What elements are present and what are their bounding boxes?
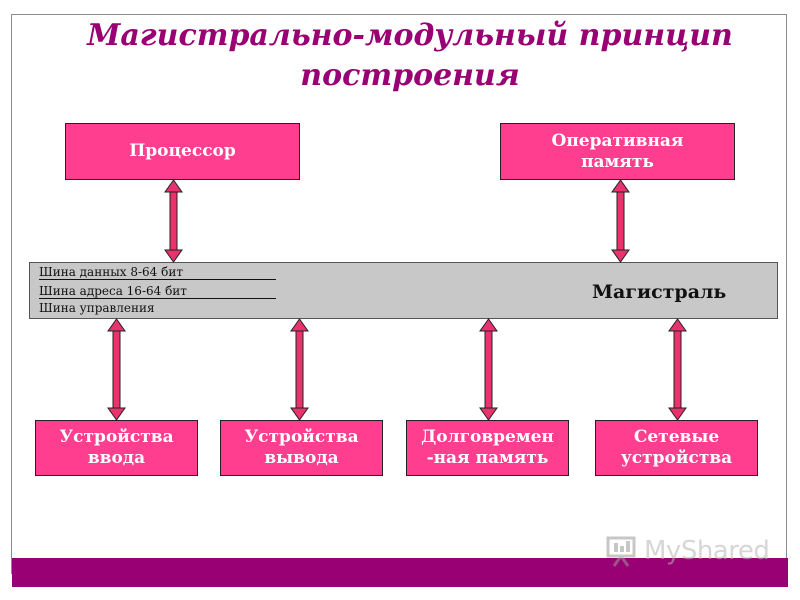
bus-control-line: Шина управления [39,301,155,315]
arrow-bus-network [668,318,687,421]
ram-box: Оперативная память [500,123,735,180]
storage-box: Долговремен -ная память [406,420,569,476]
processor-label: Процессор [129,141,236,161]
bus-panel: Шина данных 8-64 бит Шина адреса 16-64 б… [29,262,778,319]
input-devices-label: Устройства ввода [59,427,174,468]
bus-data-line: Шина данных 8-64 бит [39,265,276,280]
watermark-text: MyShared [644,536,770,566]
watermark: MyShared [606,534,770,568]
arrow-processor-bus [164,179,183,263]
arrow-bus-output [290,318,309,421]
arrow-bus-storage [479,318,498,421]
storage-label: Долговремен -ная память [421,427,554,468]
presentation-board-icon [606,536,636,567]
bus-label: Магистраль [592,281,727,303]
bus-address-line: Шина адреса 16-64 бит [39,284,276,299]
arrow-bus-input [107,318,126,421]
arrow-ram-bus [611,179,630,263]
network-devices-box: Сетевые устройства [595,420,758,476]
output-devices-box: Устройства вывода [220,420,383,476]
processor-box: Процессор [65,123,300,180]
network-devices-label: Сетевые устройства [620,427,733,468]
ram-label: Оперативная память [551,130,684,172]
slide-title: Магистрально-модульный принцип построени… [87,18,733,93]
output-devices-label: Устройства вывода [244,427,359,468]
bottom-band [12,558,788,587]
